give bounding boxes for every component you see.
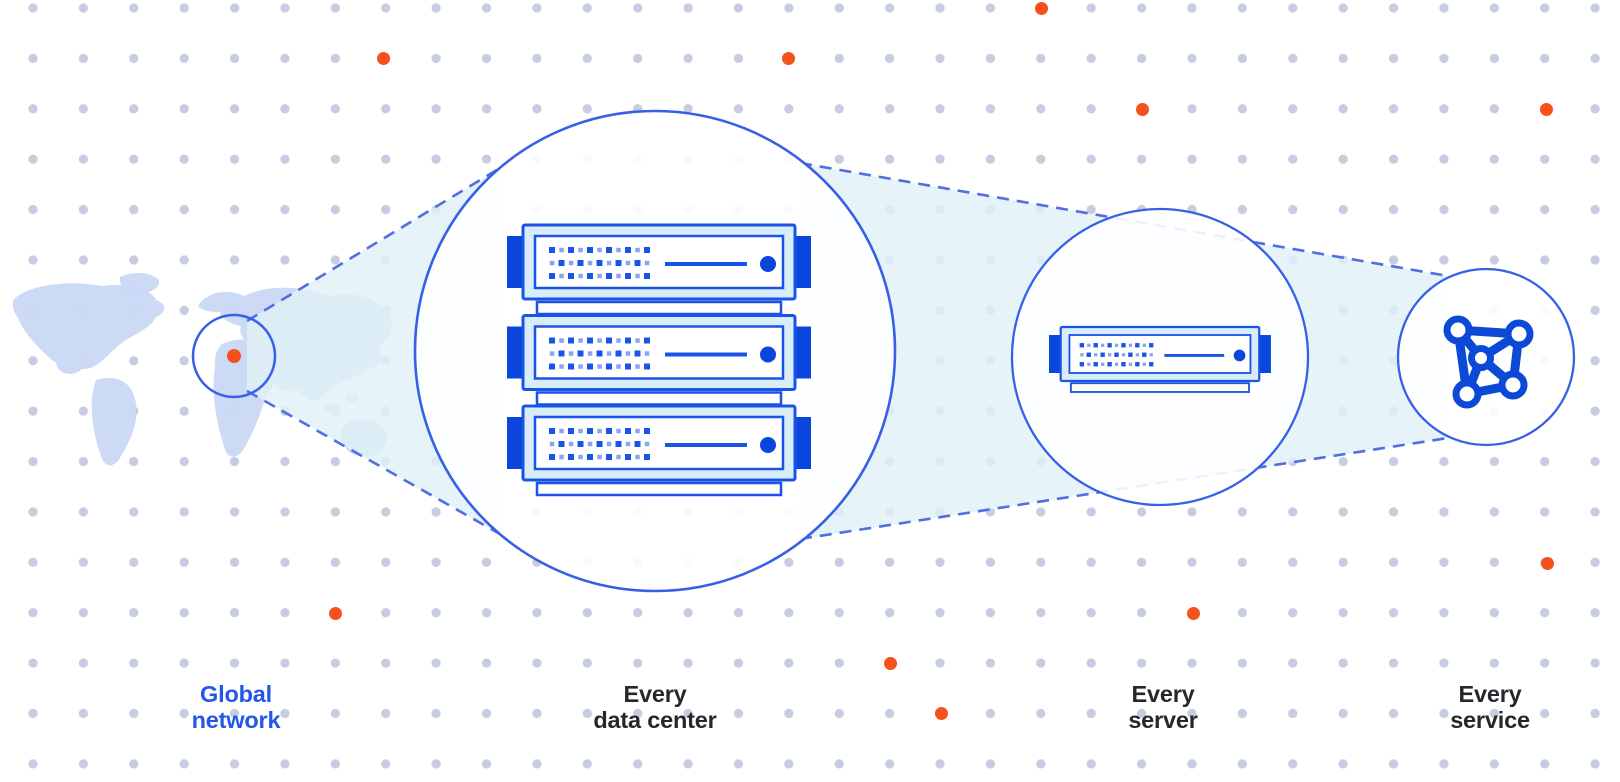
network-node: [1443, 315, 1473, 345]
label-line: Every: [623, 681, 687, 707]
stage-label-every-service: Every service: [1360, 681, 1620, 733]
stage-label-every-server: Every server: [1033, 681, 1293, 733]
network-service-icon: [1443, 315, 1534, 409]
label-line: data center: [593, 706, 717, 733]
map-highlight-circle: [191, 313, 277, 399]
stage-label-every-data-center: Every data center: [525, 681, 785, 733]
map-location-marker: [227, 349, 241, 363]
label-line: Global: [200, 681, 272, 707]
label-line: Every: [1458, 681, 1522, 707]
server-rack-stack: [505, 223, 813, 497]
continent-north-america: [12, 283, 165, 374]
label-line: network: [191, 706, 281, 733]
label-line: Every: [1131, 681, 1195, 707]
network-node: [1498, 370, 1528, 400]
network-node: [1504, 319, 1534, 349]
label-line: server: [1128, 706, 1198, 733]
stage-label-global-network: Global network: [106, 681, 366, 733]
continent-greenland: [119, 273, 160, 294]
continent-south-america: [91, 377, 137, 466]
network-node: [1452, 379, 1482, 409]
network-node-center: [1468, 345, 1494, 371]
label-line: service: [1450, 706, 1530, 733]
